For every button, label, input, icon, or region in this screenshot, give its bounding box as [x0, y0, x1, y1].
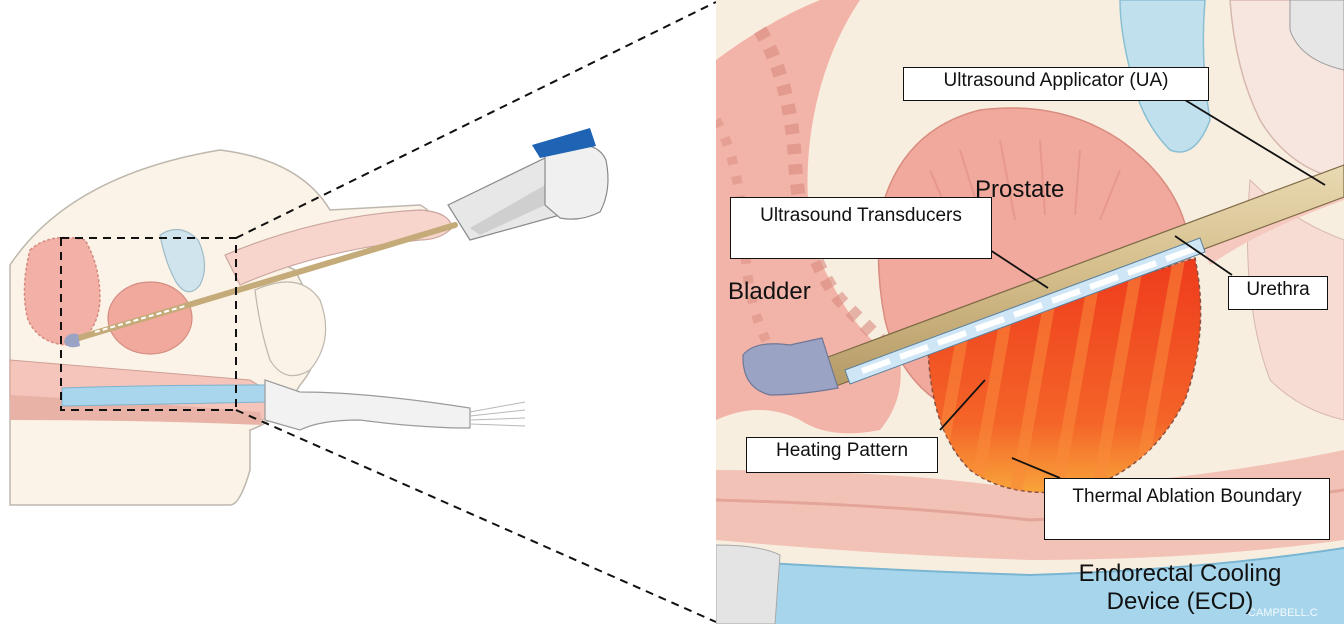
label-prostate: Prostate [975, 176, 1064, 204]
ecd-gray-left [716, 545, 780, 624]
label-urethra: Urethra [1228, 276, 1328, 310]
bladder-small [24, 238, 100, 345]
ecd-small [62, 385, 265, 406]
applicator-tip [743, 338, 838, 395]
ecd-tubes [470, 402, 525, 426]
label-ultrasound-applicator: Ultrasound Applicator (UA) [903, 67, 1209, 101]
applicator-handle [545, 144, 608, 219]
projection-line-bottom [236, 410, 716, 622]
label-thermal-ablation-boundary: Thermal Ablation Boundary [1044, 478, 1330, 540]
overview-illustration [10, 128, 608, 505]
label-ultrasound-transducers: Ultrasound Transducers [730, 197, 992, 259]
label-heating-pattern: Heating Pattern [746, 437, 938, 473]
label-endorectal-cooling-device: Endorectal Cooling Device (ECD) [1040, 560, 1320, 616]
label-bladder: Bladder [728, 278, 811, 306]
